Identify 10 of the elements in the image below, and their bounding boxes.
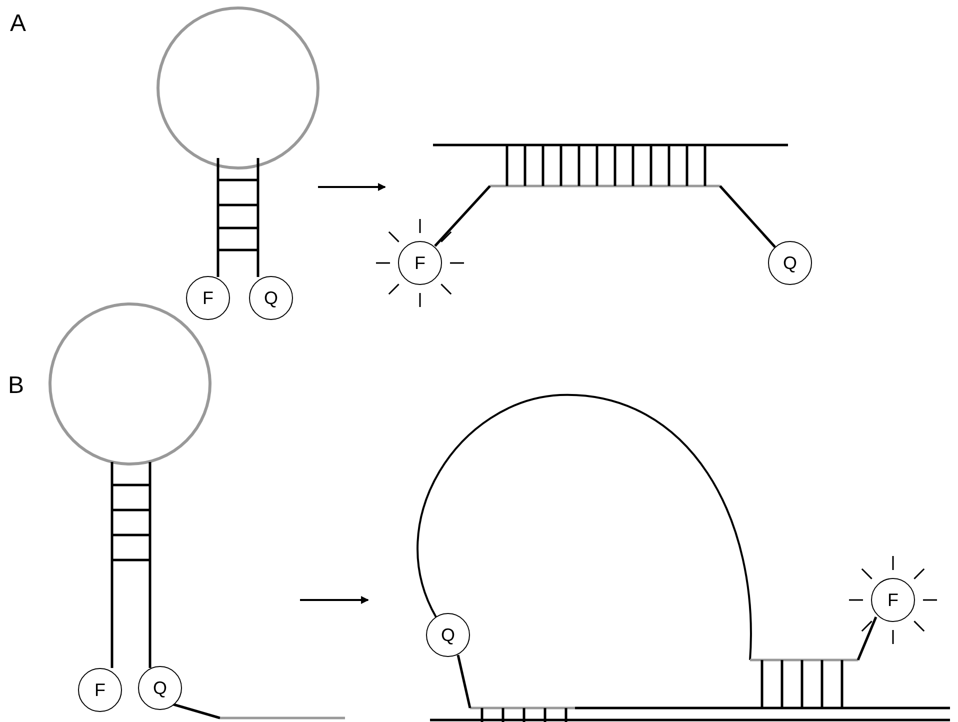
label-circle: Q (426, 613, 470, 657)
panel-letter: A (10, 10, 26, 38)
label-circle: Q (768, 241, 812, 285)
panel-letter: B (8, 372, 24, 400)
label-circle: F (398, 241, 442, 285)
label-circle: F (78, 668, 122, 712)
label-circle: F (186, 276, 230, 320)
label-circle: Q (138, 666, 182, 710)
label-circle: F (871, 578, 915, 622)
label-circle: Q (249, 276, 293, 320)
